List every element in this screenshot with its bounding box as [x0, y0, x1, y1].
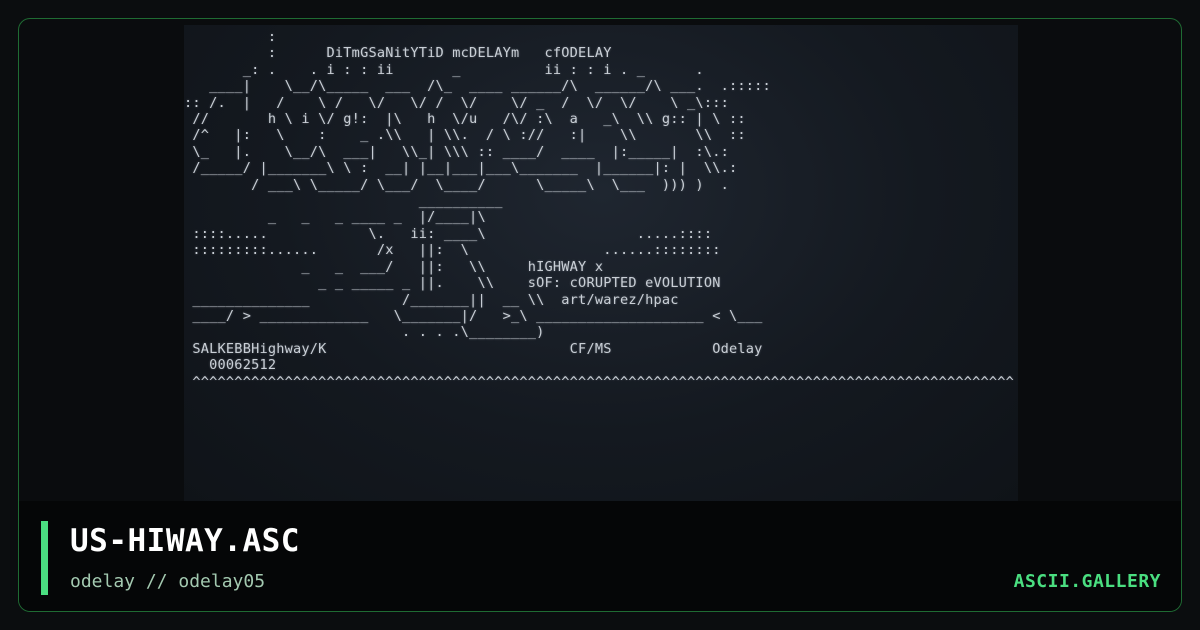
artwork-title: US-HIWAY.ASC — [70, 523, 300, 559]
preview-card: : : DiTmGSaNitYTiD mcDELAYm cfODELAY _: … — [18, 18, 1182, 612]
info-bar: US-HIWAY.ASC odelay // odelay05 ASCII.GA… — [19, 501, 1181, 611]
artist-credit: odelay // odelay05 — [70, 571, 266, 592]
ascii-art-text: : : DiTmGSaNitYTiD mcDELAYm cfODELAY _: … — [184, 29, 1015, 390]
ascii-art-preview: : : DiTmGSaNitYTiD mcDELAYm cfODELAY _: … — [184, 25, 1018, 503]
accent-stripe — [41, 521, 48, 595]
site-brand: ASCII.GALLERY — [1013, 571, 1161, 592]
